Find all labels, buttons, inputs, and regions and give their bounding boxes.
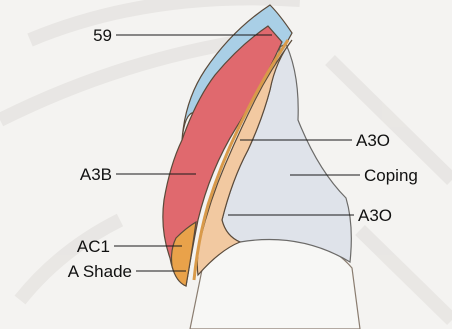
label-a3o-upper: A3O <box>356 131 390 150</box>
label-coping: Coping <box>364 166 418 185</box>
label-59: 59 <box>93 26 112 45</box>
label-a3b: A3B <box>80 165 112 184</box>
label-a3o-lower: A3O <box>358 206 392 225</box>
label-ac1: AC1 <box>77 237 110 256</box>
label-a-shade: A Shade <box>68 262 132 281</box>
